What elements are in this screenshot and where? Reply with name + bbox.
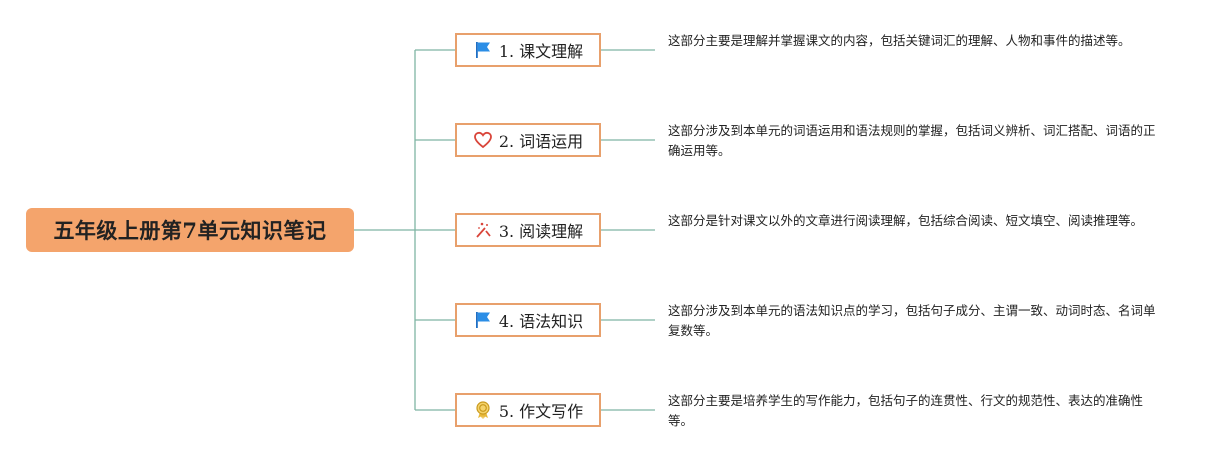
heart-icon: [473, 130, 493, 150]
branch-description-3: 这部分是针对课文以外的文章进行阅读理解，包括综合阅读、短文填空、阅读推理等。: [668, 213, 1144, 228]
flag-icon: [473, 310, 493, 330]
branch-label-3: 3. 阅读理解: [498, 222, 584, 241]
branch-label-1: 1. 课文理解: [498, 42, 584, 61]
flag-icon: [473, 40, 493, 60]
branch-label-5: 5. 作文写作: [498, 402, 584, 421]
branch-node-2[interactable]: 2. 词语运用: [455, 123, 601, 157]
award-ribbon-icon: [473, 400, 493, 420]
branch-label-2: 2. 词语运用: [498, 132, 584, 151]
branch-description-2: 这部分涉及到本单元的词语运用和语法规则的掌握，包括词义辨析、词汇搭配、词语的正确…: [668, 123, 1156, 158]
root-node[interactable]: 五年级上册第7单元知识笔记: [26, 208, 354, 252]
branch-node-5[interactable]: 5. 作文写作: [455, 393, 601, 427]
sparkle-icon: [473, 220, 493, 240]
branch-node-3[interactable]: 3. 阅读理解: [455, 213, 601, 247]
branch-node-1[interactable]: 1. 课文理解: [455, 33, 601, 67]
branch-description-4: 这部分涉及到本单元的语法知识点的学习，包括句子成分、主谓一致、动词时态、名词单复…: [668, 303, 1156, 338]
branch-description-1: 这部分主要是理解并掌握课文的内容，包括关键词汇的理解、人物和事件的描述等。: [668, 33, 1131, 48]
branch-description-5: 这部分主要是培养学生的写作能力，包括句子的连贯性、行文的规范性、表达的准确性等。: [668, 393, 1144, 428]
root-title: 五年级上册第7单元知识笔记: [53, 218, 327, 243]
branch-label-4: 4. 语法知识: [498, 312, 584, 331]
branch-node-4[interactable]: 4. 语法知识: [455, 303, 601, 337]
